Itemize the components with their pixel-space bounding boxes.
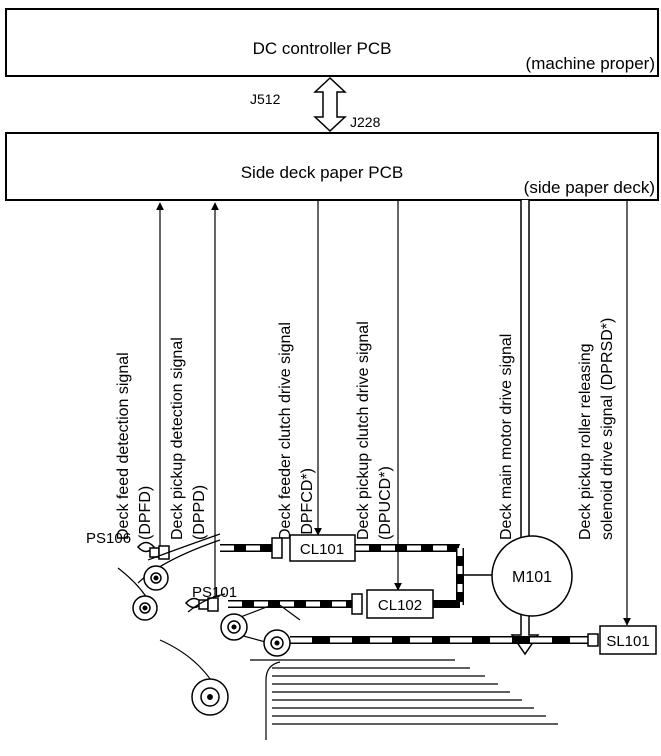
dc-controller-pcb-label: DC controller PCB bbox=[253, 39, 392, 58]
rollers bbox=[132, 565, 291, 716]
signal-label-dprsd: Deck pickup roller releasing solenoid dr… bbox=[577, 318, 616, 540]
solenoid-sl101: SL101 bbox=[599, 625, 657, 655]
side-paper-deck-label: (side paper deck) bbox=[524, 178, 655, 197]
paper-stack bbox=[250, 659, 558, 725]
cl101-label: CL101 bbox=[300, 541, 344, 558]
clutch-cl101: CL101 bbox=[271, 534, 356, 562]
feed-roller-upper bbox=[143, 565, 169, 591]
dc-controller-pcb: DC controller PCB (machine proper) bbox=[5, 8, 659, 77]
ps101-label: PS101 bbox=[192, 584, 237, 601]
signal-label-motor: Deck main motor drive signal bbox=[498, 334, 515, 540]
side-deck-paper-pcb: Side deck paper PCB (side paper deck) bbox=[5, 132, 659, 201]
signal-labels: Deck feed detection signal (DPFD) Deck p… bbox=[115, 317, 616, 540]
motor-m101: M101 bbox=[491, 535, 573, 617]
sl101-label: SL101 bbox=[606, 633, 649, 650]
signal-label-dpfcd: Deck feeder clutch drive signal (DPFCD*) bbox=[277, 318, 316, 540]
signal-label-dpucd: Deck pickup clutch drive signal (DPUCD*) bbox=[355, 317, 394, 540]
feed-roller-lower bbox=[132, 595, 158, 621]
pickup-roller-left bbox=[220, 613, 248, 641]
sensor-ps106: PS106 bbox=[86, 530, 170, 560]
machine-proper-label: (machine proper) bbox=[526, 54, 655, 73]
separation-roller bbox=[191, 678, 229, 716]
motor-drive-signal-arrow bbox=[510, 200, 540, 656]
signal-label-dppd: Deck pickup detection signal (DPPD) bbox=[169, 333, 208, 540]
clutch-cl102: CL102 bbox=[351, 589, 434, 619]
ps106-label: PS106 bbox=[86, 530, 131, 547]
drive-shafts bbox=[220, 544, 599, 647]
side-deck-paper-pcb-label: Side deck paper PCB bbox=[241, 163, 404, 182]
connector-j228-label: J228 bbox=[350, 114, 381, 130]
signal-label-dpfd: Deck feed detection signal (DPFD) bbox=[115, 348, 154, 540]
connector-arrow: J512 J228 bbox=[250, 76, 381, 133]
pickup-roller-right bbox=[263, 629, 291, 657]
signal-lines bbox=[156, 200, 631, 656]
m101-label: M101 bbox=[512, 569, 552, 586]
connector-j512-label: J512 bbox=[250, 91, 281, 107]
cl102-label: CL102 bbox=[378, 597, 422, 614]
